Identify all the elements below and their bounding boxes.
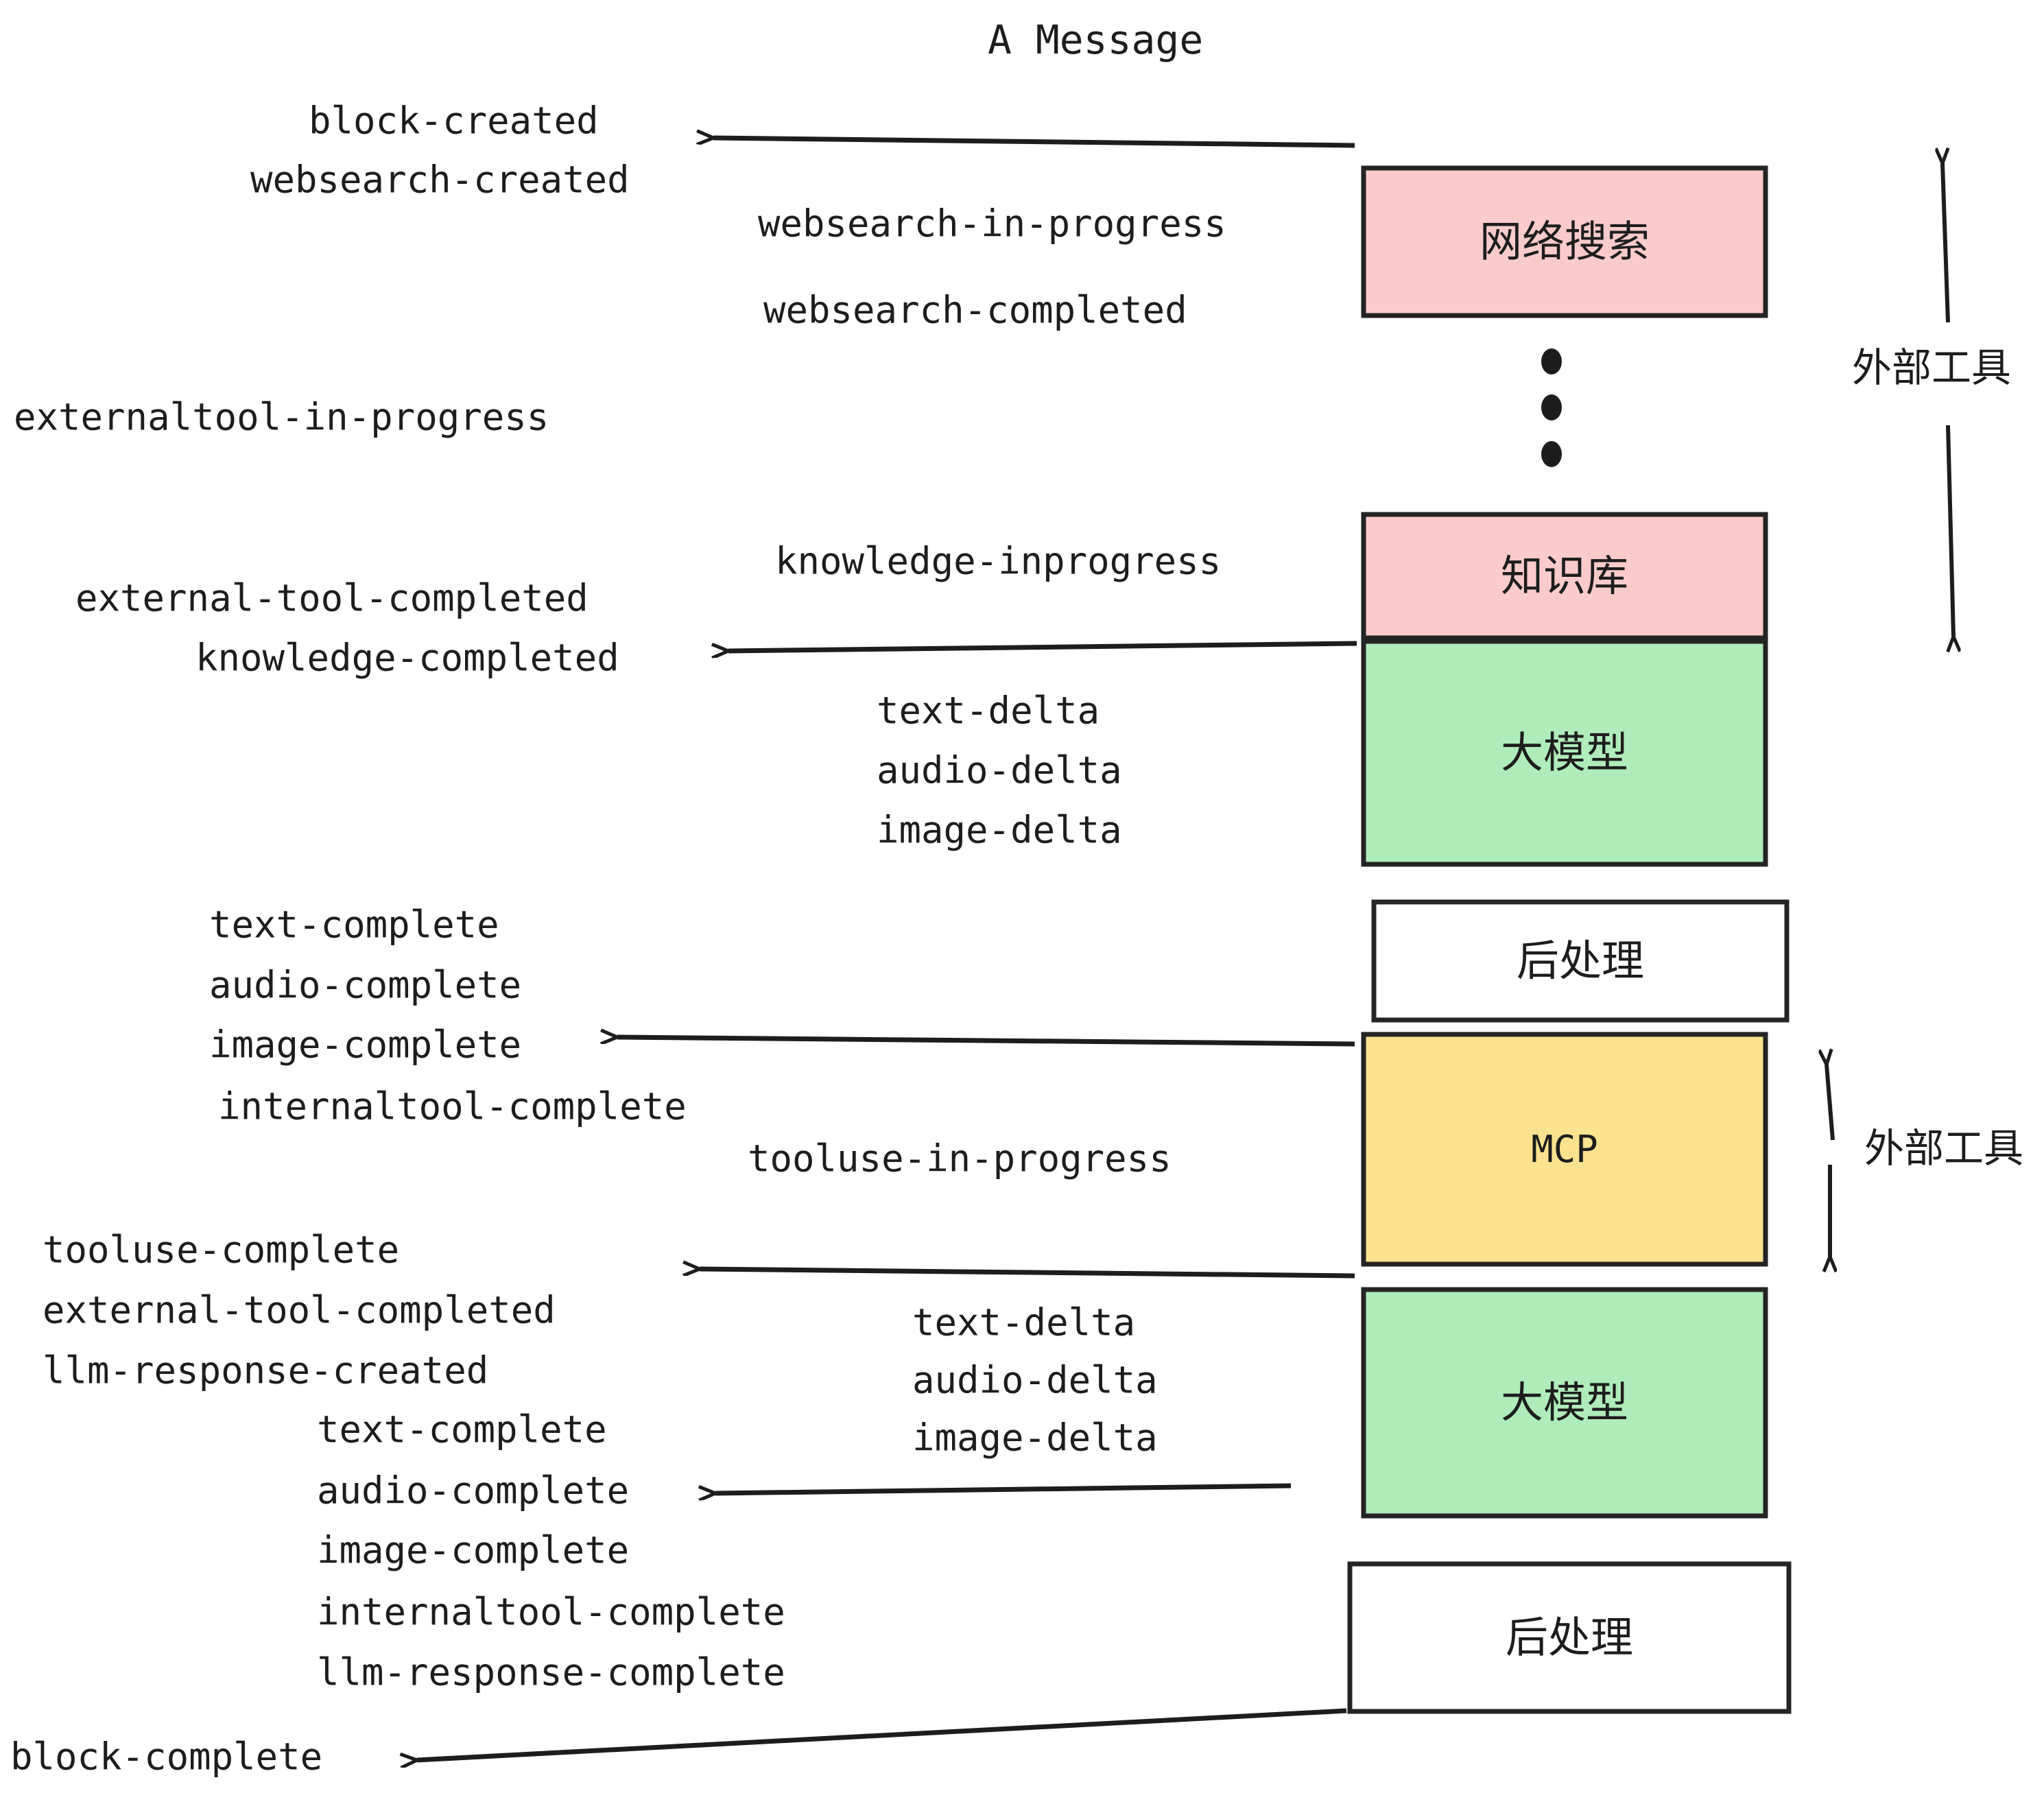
event-label-websearch-created: websearch-created bbox=[250, 158, 630, 202]
event-label-block-complete: block-complete bbox=[10, 1735, 322, 1779]
box-mcp[interactable]: MCP bbox=[1361, 1032, 1768, 1267]
event-arrows bbox=[417, 138, 1357, 1760]
arrow-block-complete bbox=[417, 1708, 1347, 1760]
event-label-tooluse-complete: tooluse-complete bbox=[43, 1229, 399, 1272]
box-websearch[interactable]: 网络搜索 bbox=[1361, 165, 1768, 318]
arrow-knowledge-completed bbox=[728, 641, 1357, 651]
box-postprocess-first[interactable]: 后处理 bbox=[1371, 899, 1790, 1023]
event-labels: block-created websearch-created websearc… bbox=[10, 99, 1226, 1779]
box-postprocess-second-rect[interactable] bbox=[1347, 1561, 1792, 1714]
event-label-llm-response-created: llm-response-created bbox=[43, 1349, 488, 1392]
event-label-text-delta-2: text-delta bbox=[912, 1301, 1135, 1344]
box-llm-first-rect[interactable] bbox=[1361, 639, 1768, 867]
box-postprocess-first-rect[interactable] bbox=[1371, 899, 1790, 1023]
ellipsis-dot bbox=[1541, 394, 1562, 420]
scope-arrows bbox=[1827, 163, 1953, 1257]
ellipsis-dots bbox=[1541, 348, 1562, 467]
box-mcp-label: MCP bbox=[1531, 1128, 1598, 1171]
box-mcp-rect[interactable] bbox=[1361, 1032, 1768, 1267]
event-label-external-tool-completed-1: external-tool-completed bbox=[75, 577, 589, 620]
box-knowledge[interactable]: 知识库 bbox=[1361, 512, 1768, 641]
ellipsis-dot bbox=[1541, 441, 1562, 467]
event-label-externaltool-in-progress: externaltool-in-progress bbox=[14, 396, 549, 439]
box-llm-second-rect[interactable] bbox=[1361, 1287, 1768, 1519]
ellipsis-dot bbox=[1541, 348, 1562, 375]
event-label-internaltool-complete-1: internaltool-complete bbox=[218, 1085, 687, 1128]
box-llm-first[interactable]: 大模型 bbox=[1361, 639, 1768, 867]
box-knowledge-label: 知识库 bbox=[1501, 551, 1628, 601]
arrow-block-created bbox=[713, 138, 1355, 148]
event-label-image-delta-2: image-delta bbox=[912, 1416, 1158, 1460]
box-llm-second-label: 大模型 bbox=[1501, 1377, 1628, 1427]
box-postprocess-first-label: 后处理 bbox=[1517, 936, 1644, 986]
event-label-llm-response-complete: llm-response-complete bbox=[317, 1651, 785, 1694]
event-label-websearch-in-progress: websearch-in-progress bbox=[758, 202, 1226, 246]
event-label-text-complete-2: text-complete bbox=[317, 1408, 607, 1451]
event-label-image-delta-1: image-delta bbox=[877, 809, 1122, 852]
event-label-external-tool-completed-2: external-tool-completed bbox=[43, 1289, 556, 1332]
box-websearch-label: 网络搜索 bbox=[1479, 217, 1650, 267]
event-label-knowledge-inprogress: knowledge-inprogress bbox=[775, 540, 1221, 583]
box-knowledge-rect[interactable] bbox=[1361, 512, 1768, 641]
box-postprocess-second-label: 后处理 bbox=[1506, 1613, 1633, 1663]
arrow-tooluse-complete bbox=[700, 1269, 1355, 1279]
event-label-internaltool-complete-2: internaltool-complete bbox=[317, 1591, 785, 1634]
event-label-audio-delta-1: audio-delta bbox=[877, 749, 1122, 792]
event-label-text-complete-1: text-complete bbox=[209, 903, 499, 947]
external-tools-scope-up-top bbox=[1942, 163, 1950, 323]
event-label-audio-delta-2: audio-delta bbox=[912, 1359, 1158, 1402]
external-tools-scope-down-top bbox=[1946, 425, 1953, 637]
process-boxes: 网络搜索 知识库 大模型 后处理 MCP 大模型 bbox=[1347, 165, 1792, 1714]
side-label-external-tools-bottom: 外部工具 bbox=[1864, 1125, 2023, 1172]
event-label-audio-complete-2: audio-complete bbox=[317, 1469, 629, 1512]
event-label-audio-complete-1: audio-complete bbox=[209, 964, 521, 1007]
event-label-knowledge-completed: knowledge-completed bbox=[195, 637, 619, 680]
arrow-audio-complete bbox=[715, 1483, 1292, 1493]
arrow-image-complete bbox=[617, 1037, 1355, 1047]
event-label-tooluse-in-progress: tooluse-in-progress bbox=[748, 1137, 1172, 1180]
event-label-text-delta-1: text-delta bbox=[877, 689, 1100, 733]
box-postprocess-second[interactable]: 后处理 bbox=[1347, 1561, 1792, 1714]
side-label-external-tools-top: 外部工具 bbox=[1852, 344, 2011, 391]
event-label-image-complete-2: image-complete bbox=[317, 1529, 629, 1572]
box-llm-first-label: 大模型 bbox=[1501, 728, 1628, 778]
box-llm-second[interactable]: 大模型 bbox=[1361, 1287, 1768, 1519]
page-title: A Message bbox=[988, 16, 1203, 63]
event-label-websearch-completed: websearch-completed bbox=[763, 289, 1187, 332]
external-tools-scope-up-bottom bbox=[1827, 1065, 1835, 1141]
event-label-block-created: block-created bbox=[309, 99, 599, 143]
box-websearch-rect[interactable] bbox=[1361, 165, 1768, 318]
event-label-image-complete-1: image-complete bbox=[209, 1023, 521, 1067]
